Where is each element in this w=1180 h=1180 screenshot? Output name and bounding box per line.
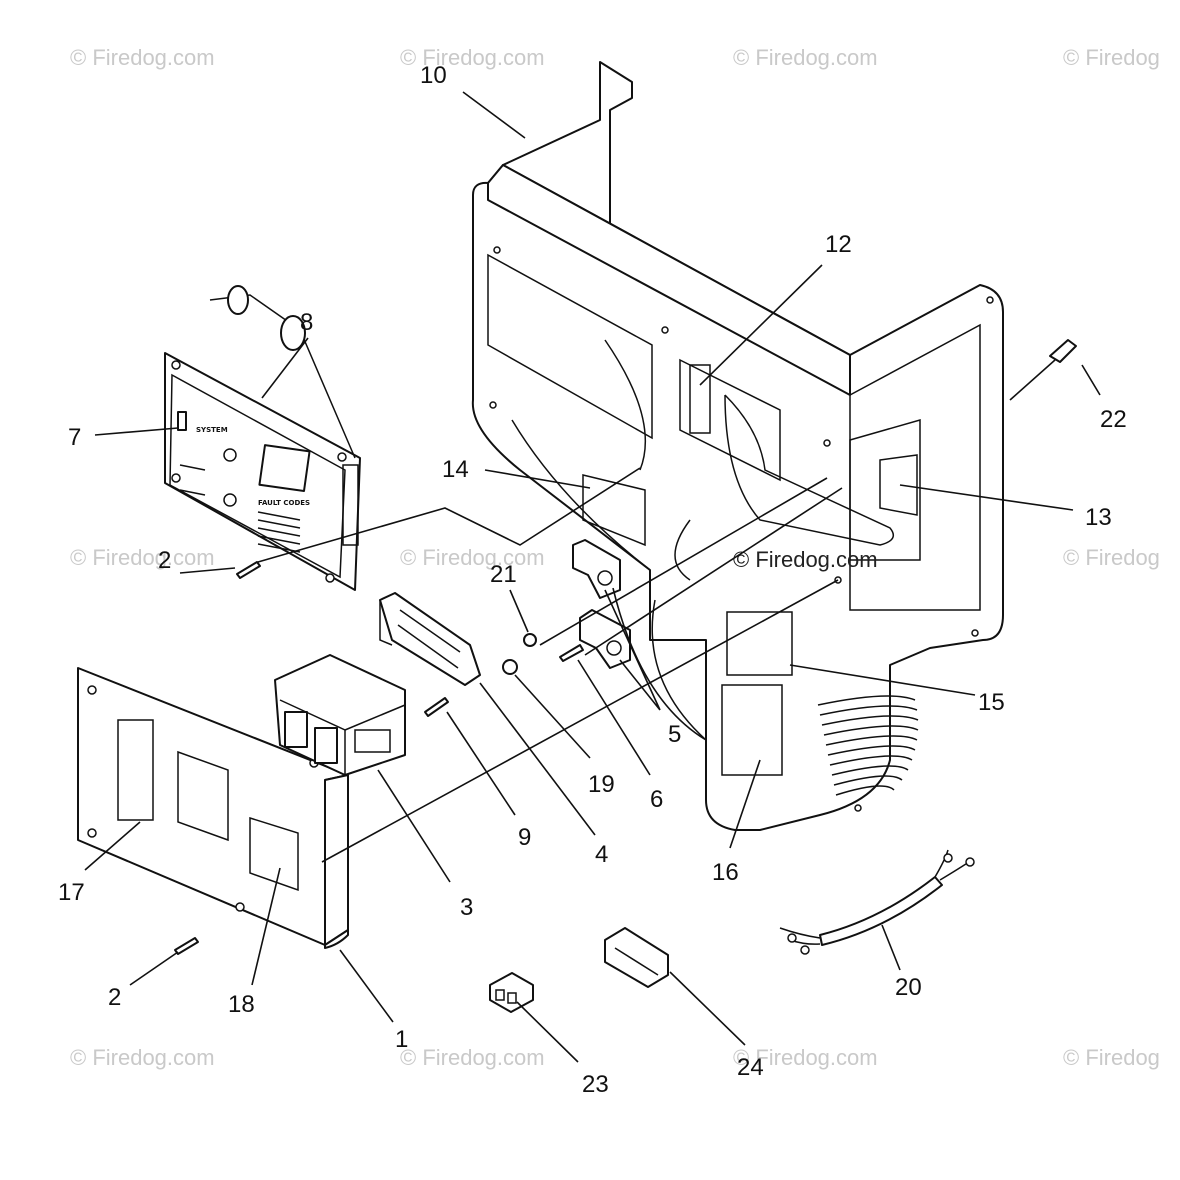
watermark: © Firedog [1063, 1045, 1160, 1070]
callout-8: 8 [300, 309, 313, 336]
label-15-rect [726, 611, 793, 676]
callout-18: 18 [228, 991, 255, 1018]
callout-1: 1 [395, 1026, 408, 1053]
connector-part-23 [489, 972, 534, 1013]
callout-13: 13 [1085, 504, 1112, 531]
bolt-part-22 [1049, 339, 1077, 363]
watermark: © Firedog.com [70, 1045, 215, 1070]
label-13-rect [879, 454, 918, 516]
panel-label-system: SYSTEM [196, 426, 228, 434]
panel-label-fault-codes: FAULT CODES [258, 499, 310, 507]
callout-4: 4 [595, 841, 608, 868]
watermark: © Firedog [1063, 45, 1160, 70]
callout-5: 5 [668, 721, 681, 748]
watermark-layer: © Firedog.com © Firedog.com © Firedog.co… [70, 45, 1160, 1070]
label-16-rect [721, 684, 783, 776]
callout-16: 16 [712, 859, 739, 886]
control-panel-part-8: SYSTEM FAULT CODES [164, 285, 361, 591]
assembly-guide-lines [257, 467, 843, 863]
screw-part-9 [424, 697, 449, 717]
callout-10: 10 [420, 62, 447, 89]
callout-9: 9 [518, 824, 531, 851]
watermark: © Firedog.com [70, 545, 215, 570]
terminal-blocks-part-5 [572, 539, 631, 669]
nut-part-19 [502, 659, 518, 675]
callout-6: 6 [650, 786, 663, 813]
screw-part-6 [559, 644, 584, 662]
connector-part-24 [604, 927, 669, 988]
small-hardware [502, 633, 584, 675]
wire-harness-part-20 [779, 849, 975, 955]
vent-louvers [817, 695, 919, 796]
watermark: © Firedog [1063, 545, 1160, 570]
watermark: © Firedog.com [733, 1045, 878, 1070]
panel-text-lines [179, 464, 301, 553]
housing-part-10: © Firedog.com [471, 61, 1004, 831]
label-12-rect [689, 364, 711, 434]
callout-21: 21 [490, 561, 517, 588]
watermark: © Firedog.com [70, 45, 215, 70]
watermark-center: © Firedog.com [733, 547, 878, 572]
callout-12: 12 [825, 231, 852, 258]
washer-part-21 [523, 633, 537, 647]
callout-2-bottom: 2 [108, 984, 121, 1011]
watermark: © Firedog.com [400, 1045, 545, 1070]
callout-19: 19 [588, 771, 615, 798]
callout-2-top: 2 [158, 547, 171, 574]
callout-3: 3 [460, 894, 473, 921]
callout-15: 15 [978, 689, 1005, 716]
watermark: © Firedog.com [400, 45, 545, 70]
watermark: © Firedog.com [733, 45, 878, 70]
callout-7: 7 [68, 424, 81, 451]
circuit-breaker-part-3 [274, 654, 406, 776]
callout-22: 22 [1100, 406, 1127, 433]
callout-labels: 10 12 8 7 22 14 13 2 21 15 5 19 6 9 4 17… [58, 62, 1127, 1098]
watermark: © Firedog.com [400, 545, 545, 570]
callout-20: 20 [895, 974, 922, 1001]
callout-23: 23 [582, 1071, 609, 1098]
callout-14: 14 [442, 456, 469, 483]
callout-leaders [84, 91, 1101, 1063]
front-plate-part-1 [77, 667, 349, 949]
bracket-part-4 [379, 592, 481, 686]
callout-17: 17 [58, 879, 85, 906]
callout-24: 24 [737, 1054, 764, 1081]
